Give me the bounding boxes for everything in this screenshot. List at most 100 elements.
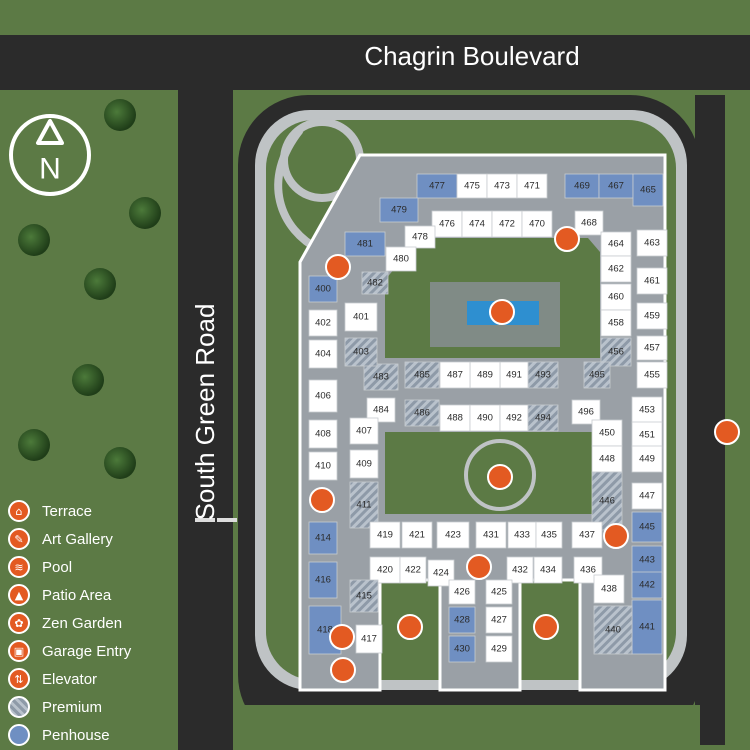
unit-407[interactable]: 407 [349, 417, 379, 445]
unit-440[interactable]: 440 [593, 605, 633, 655]
unit-464[interactable]: 464 [600, 231, 632, 257]
unit-408[interactable]: 408 [308, 419, 338, 449]
unit-425[interactable]: 425 [485, 579, 513, 605]
unit-432[interactable]: 432 [506, 556, 534, 584]
unit-493[interactable]: 493 [527, 361, 559, 389]
unit-445[interactable]: 445 [631, 511, 663, 543]
unit-403[interactable]: 403 [344, 337, 378, 367]
unit-449[interactable]: 449 [631, 445, 663, 473]
terrace-marker[interactable] [309, 487, 335, 513]
legend-item-elevator[interactable]: ⇅ Elevator [8, 665, 158, 693]
unit-486[interactable]: 486 [404, 399, 440, 427]
unit-438[interactable]: 438 [593, 574, 625, 604]
garage-entry-marker[interactable] [330, 657, 356, 683]
unit-409[interactable]: 409 [349, 449, 379, 479]
unit-482[interactable]: 482 [361, 271, 389, 295]
unit-458[interactable]: 458 [600, 309, 632, 337]
unit-457[interactable]: 457 [636, 335, 668, 361]
unit-400[interactable]: 400 [308, 275, 338, 303]
unit-480[interactable]: 480 [385, 246, 417, 272]
patio-marker[interactable] [533, 614, 559, 640]
unit-474[interactable]: 474 [461, 210, 493, 238]
unit-491[interactable]: 491 [499, 361, 529, 389]
unit-447[interactable]: 447 [631, 482, 663, 510]
art-gallery-marker[interactable] [466, 554, 492, 580]
unit-419[interactable]: 419 [369, 521, 401, 549]
elevator-marker[interactable] [329, 624, 355, 650]
legend-item-patio[interactable]: ▲ Patio Area [8, 581, 158, 609]
legend-item-zen[interactable]: ✿ Zen Garden [8, 609, 158, 637]
unit-469[interactable]: 469 [564, 173, 600, 199]
unit-427[interactable]: 427 [485, 606, 513, 634]
unit-489[interactable]: 489 [469, 361, 501, 389]
unit-441[interactable]: 441 [631, 599, 663, 655]
unit-455[interactable]: 455 [636, 361, 668, 389]
unit-485[interactable]: 485 [404, 361, 440, 389]
unit-448[interactable]: 448 [591, 445, 623, 473]
unit-404[interactable]: 404 [308, 339, 338, 369]
unit-420[interactable]: 420 [369, 556, 401, 584]
unit-451[interactable]: 451 [631, 421, 663, 449]
unit-492[interactable]: 492 [499, 404, 529, 432]
unit-423[interactable]: 423 [436, 521, 470, 549]
unit-434[interactable]: 434 [533, 556, 563, 584]
unit-411[interactable]: 411 [349, 481, 379, 529]
elevator-marker[interactable] [603, 523, 629, 549]
unit-468[interactable]: 468 [574, 210, 604, 236]
unit-437[interactable]: 437 [571, 521, 603, 549]
unit-459[interactable]: 459 [636, 302, 668, 330]
unit-490[interactable]: 490 [469, 404, 501, 432]
elevator-marker[interactable] [554, 226, 580, 252]
unit-465[interactable]: 465 [632, 173, 664, 207]
unit-456[interactable]: 456 [600, 337, 632, 367]
zen-garden-marker[interactable] [487, 464, 513, 490]
unit-463[interactable]: 463 [636, 229, 668, 257]
unit-487[interactable]: 487 [439, 361, 471, 389]
legend-item-terrace[interactable]: ⌂ Terrace [8, 497, 158, 525]
legend-item-pool[interactable]: ≋ Pool [8, 553, 158, 581]
unit-429[interactable]: 429 [485, 635, 513, 663]
legend-item-penthouse[interactable]: Penhouse [8, 721, 158, 749]
patio-marker[interactable] [397, 614, 423, 640]
unit-431[interactable]: 431 [475, 521, 507, 549]
unit-476[interactable]: 476 [431, 210, 463, 238]
unit-414[interactable]: 414 [308, 521, 338, 555]
unit-417[interactable]: 417 [355, 624, 383, 654]
unit-462[interactable]: 462 [600, 255, 632, 283]
unit-478[interactable]: 478 [404, 225, 436, 249]
unit-477[interactable]: 477 [416, 173, 458, 199]
unit-446[interactable]: 446 [591, 471, 623, 531]
unit-461[interactable]: 461 [636, 267, 668, 295]
unit-481[interactable]: 481 [344, 231, 386, 257]
unit-467[interactable]: 467 [598, 173, 634, 199]
unit-430[interactable]: 430 [448, 635, 476, 663]
unit-406[interactable]: 406 [308, 379, 338, 413]
unit-460[interactable]: 460 [600, 283, 632, 311]
legend-item-garage[interactable]: ▣ Garage Entry [8, 637, 158, 665]
unit-472[interactable]: 472 [491, 210, 523, 238]
unit-433[interactable]: 433 [507, 521, 537, 549]
unit-450[interactable]: 450 [591, 419, 623, 447]
unit-416[interactable]: 416 [308, 561, 338, 599]
unit-443[interactable]: 443 [631, 545, 663, 575]
unit-428[interactable]: 428 [448, 606, 476, 634]
unit-495[interactable]: 495 [583, 361, 611, 389]
elevator-marker[interactable] [325, 254, 351, 280]
unit-488[interactable]: 488 [439, 404, 471, 432]
unit-479[interactable]: 479 [379, 197, 419, 223]
unit-475[interactable]: 475 [456, 173, 488, 199]
garage-entry-marker[interactable] [714, 419, 740, 445]
unit-410[interactable]: 410 [308, 451, 338, 481]
unit-473[interactable]: 473 [486, 173, 518, 199]
unit-442[interactable]: 442 [631, 571, 663, 599]
legend-item-premium[interactable]: Premium [8, 693, 158, 721]
unit-421[interactable]: 421 [401, 521, 433, 549]
unit-402[interactable]: 402 [308, 309, 338, 337]
legend-item-art-gallery[interactable]: ✎ Art Gallery [8, 525, 158, 553]
unit-435[interactable]: 435 [535, 521, 563, 549]
unit-415[interactable]: 415 [349, 579, 379, 613]
unit-494[interactable]: 494 [527, 404, 559, 432]
unit-422[interactable]: 422 [399, 556, 427, 584]
unit-470[interactable]: 470 [521, 210, 553, 238]
unit-426[interactable]: 426 [448, 579, 476, 605]
